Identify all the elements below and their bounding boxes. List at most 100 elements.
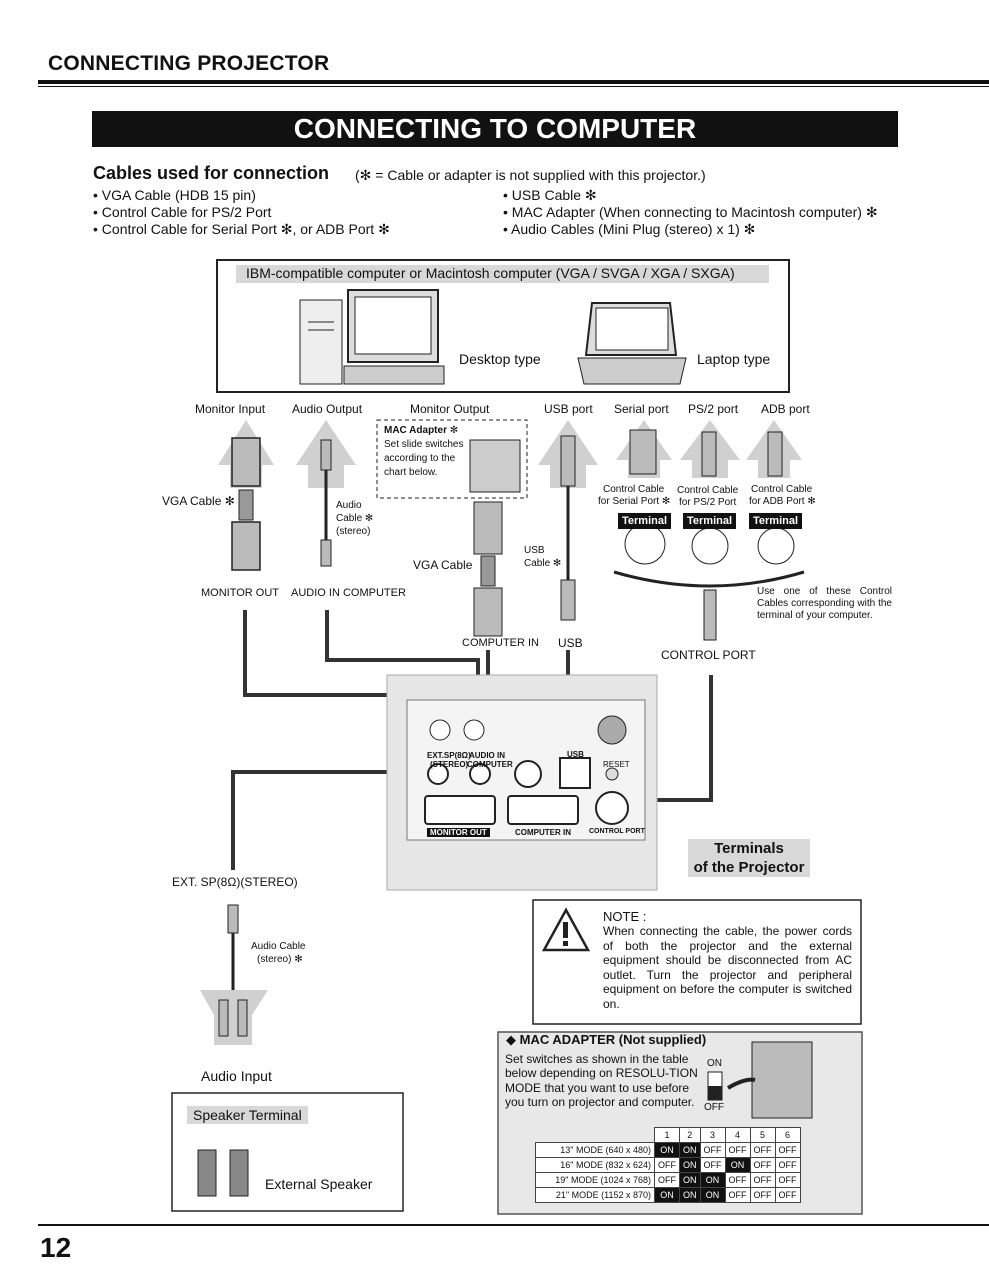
control-cable-connectors	[613, 429, 805, 641]
switch-cell: OFF	[749, 1172, 776, 1188]
mac-adapter-title: MAC Adapter ✻	[384, 425, 459, 436]
port-label-ps2: PS/2 port	[688, 402, 739, 416]
cables-heading: Cables used for connection	[93, 163, 330, 183]
usb-cable	[560, 435, 576, 621]
panel-computer-in-label: COMPUTER IN	[515, 828, 571, 837]
cable-item: • USB Cable ✻	[503, 187, 597, 203]
monitor-out-label: MONITOR OUT	[201, 587, 280, 599]
switch-cell: OFF	[724, 1142, 751, 1158]
control-cable-note: Use one of these Control Cables correspo…	[757, 586, 892, 621]
cables-note: (✻ = Cable or adapter is not supplied wi…	[355, 167, 706, 183]
audio-cable-top	[320, 439, 332, 567]
switch-cell: OFF	[749, 1157, 776, 1173]
column-header: 4	[724, 1127, 751, 1143]
computer-box-title: IBM-compatible computer or Macintosh com…	[246, 265, 735, 281]
control-port-label: CONTROL PORT	[661, 648, 756, 662]
switch-cell: ON	[724, 1157, 751, 1173]
projector-terminal-panel	[386, 674, 658, 891]
switch-cell: OFF	[699, 1142, 726, 1158]
panel-ext-sp-label: EXT.SP(8Ω)	[427, 751, 471, 760]
terminals-caption: Terminals of the Projector	[688, 839, 810, 877]
mac-adapter-switch-icon	[751, 1041, 813, 1119]
ctrl-adb-label: for ADB Port ✻	[749, 496, 816, 507]
cable-item: • VGA Cable (HDB 15 pin)	[93, 187, 256, 203]
switch-cell: OFF	[654, 1157, 680, 1173]
port-label-usb: USB port	[544, 402, 593, 416]
audio-input-label: Audio Input	[201, 1068, 272, 1084]
table-corner-cell	[536, 1128, 655, 1143]
switch-cell: OFF	[774, 1142, 801, 1158]
note-box	[532, 899, 862, 1025]
column-header: 6	[774, 1127, 801, 1143]
mac-adapter-box	[376, 419, 528, 499]
audio-cable-bottom	[200, 904, 268, 1045]
section-header: CONNECTING PROJECTOR	[48, 52, 330, 75]
mac-adapter-line: Set slide switches	[384, 439, 464, 450]
switch-on-label: ON	[707, 1058, 722, 1069]
port-label-audio-output: Audio Output	[292, 402, 363, 416]
port-label-adb: ADB port	[761, 402, 810, 416]
audio-cable-label: Audio	[336, 500, 362, 511]
mac-adapter-line: according to the	[384, 453, 456, 464]
warning-icon	[541, 907, 591, 952]
vga-cable-center-label: VGA Cable	[413, 558, 473, 572]
table-row: 19" MODE (1024 x 768) OFF ON ON OFF OFF …	[535, 1172, 801, 1188]
panel-control-port-label: CONTROL PORT	[589, 828, 645, 835]
switch-cell: ON	[699, 1187, 726, 1203]
mac-adapter-icon	[469, 439, 521, 493]
external-speaker-label: External Speaker	[265, 1176, 373, 1192]
vga-cable-left	[231, 437, 261, 571]
cable-item: • MAC Adapter (When connecting to Macint…	[503, 204, 878, 220]
audio-in-computer-label: AUDIO IN COMPUTER	[291, 587, 406, 599]
footer-rule	[38, 1224, 989, 1226]
header-rule	[38, 80, 989, 84]
note-title: NOTE :	[603, 909, 647, 924]
cable-item: • Control Cable for Serial Port ✻, or AD…	[93, 221, 390, 237]
speaker-icon	[197, 1149, 249, 1197]
audio-cable-bottom-label: Audio Cable	[251, 941, 306, 952]
usb-label: USB	[558, 636, 583, 650]
switch-off-label: OFF	[704, 1102, 724, 1113]
terminal-tag-adb: Terminal	[749, 513, 803, 529]
note-text: When connecting the cable, the power cor…	[603, 924, 852, 1011]
cables-list-right: • USB Cable ✻ • MAC Adapter (When connec…	[503, 187, 878, 238]
panel-monitor-out-label: MONITOR OUT	[427, 828, 490, 837]
arrow-icon	[726, 1077, 756, 1090]
mac-adapter-line: chart below.	[384, 467, 438, 478]
speaker-terminal-label: Speaker Terminal	[187, 1106, 308, 1124]
mac-switch-table: 1 2 3 4 5 6 13" MODE (640 x 480) ON ON O…	[535, 1127, 801, 1203]
switch-cell: ON	[679, 1187, 701, 1203]
terminals-caption-line: of the Projector	[693, 859, 805, 876]
header-rule-thin	[38, 86, 989, 87]
computer-in-label: COMPUTER IN	[462, 637, 539, 649]
ctrl-serial-label: Control Cable	[603, 484, 665, 495]
switch-cell: ON	[654, 1142, 680, 1158]
vga-cable-left-label: VGA Cable ✻	[162, 494, 235, 508]
ctrl-serial-label: for Serial Port ✻	[598, 496, 671, 507]
desktop-computer-icon	[299, 289, 445, 385]
audio-cable-label: (stereo)	[336, 526, 371, 537]
mac-table-title: ◆ MAC ADAPTER (Not supplied)	[506, 1032, 707, 1047]
panel-reset-label: RESET	[603, 760, 630, 769]
panel-audio-in-label: AUDIO IN	[469, 751, 505, 760]
page-title: CONNECTING TO COMPUTER	[92, 111, 898, 147]
page-number: 12	[40, 1232, 72, 1263]
switch-cell: OFF	[724, 1172, 751, 1188]
computer-box-title-bg	[236, 265, 769, 283]
panel-computer-label: COMPUTER	[467, 760, 513, 769]
ctrl-ps2-label: Control Cable	[677, 485, 739, 496]
switch-cell: OFF	[774, 1157, 801, 1173]
switch-cell: OFF	[749, 1142, 776, 1158]
audio-cable-bottom-label: (stereo) ✻	[257, 954, 303, 965]
switch-cell: OFF	[699, 1157, 726, 1173]
switch-cell: ON	[679, 1172, 701, 1188]
panel-stereo-label: (STEREO)	[430, 760, 469, 769]
cables-list-left: • VGA Cable (HDB 15 pin) • Control Cable…	[93, 187, 390, 238]
switch-cell: OFF	[724, 1187, 751, 1203]
port-label-serial: Serial port	[614, 402, 669, 416]
mode-cell: 21" MODE (1152 x 870)	[535, 1187, 655, 1203]
switch-cell: ON	[679, 1157, 701, 1173]
terminal-tag-ps2: Terminal	[683, 513, 737, 529]
port-label-monitor-output: Monitor Output	[410, 402, 490, 416]
switch-cell: ON	[654, 1187, 680, 1203]
